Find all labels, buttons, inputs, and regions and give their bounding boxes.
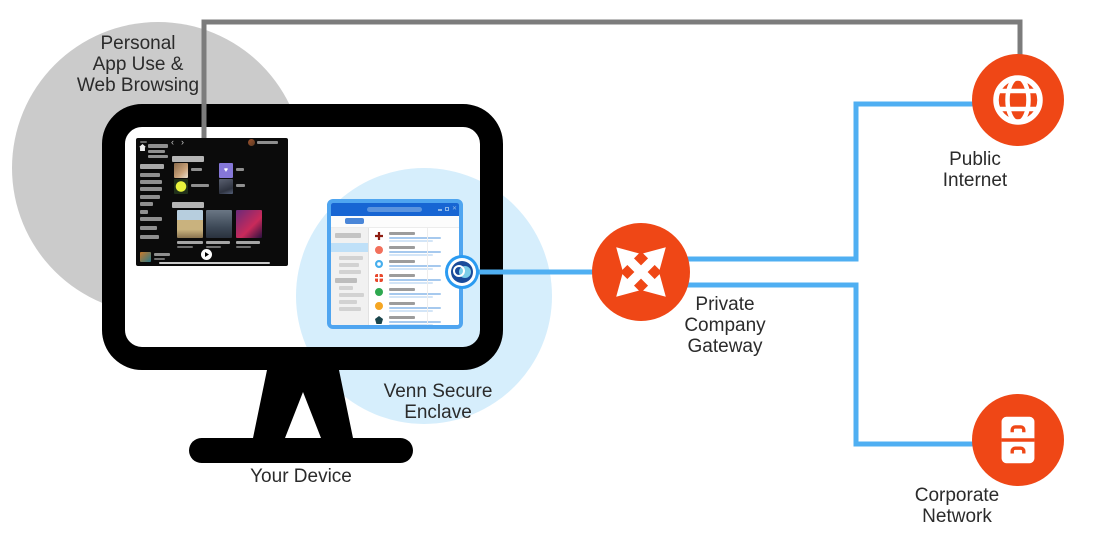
user-avatar [248, 139, 255, 146]
list-item [369, 300, 459, 313]
play-button-icon [201, 249, 212, 260]
album-card [206, 210, 232, 238]
public-internet-node [972, 54, 1064, 146]
monitor-base [189, 438, 413, 463]
minimize-icon [438, 209, 442, 211]
gateway-label: Private Company Gateway [684, 294, 766, 357]
album-tile [174, 179, 188, 194]
file-cabinet-icon [1001, 416, 1035, 464]
list-item [369, 230, 459, 243]
list-item [369, 272, 459, 285]
back-icon: ‹ [171, 137, 174, 147]
window-sidebar [331, 228, 369, 325]
venn-badge [445, 255, 479, 289]
globe-icon [993, 75, 1043, 125]
window-titlebar: ✕ [331, 203, 459, 216]
now-playing-thumbnail [140, 252, 151, 262]
album-card [177, 210, 203, 238]
corporate-network-label: Corporate Network [914, 485, 1000, 527]
list-item [369, 244, 459, 257]
home-icon [139, 144, 146, 151]
album-tile: ♥ [219, 163, 233, 178]
plus-icon [375, 232, 383, 240]
window-list [369, 228, 459, 325]
venn-logo-icon [451, 261, 473, 283]
titlebar-search-pill [367, 207, 422, 212]
pentagon-icon [375, 316, 383, 324]
status-dot-icon [375, 246, 383, 254]
monitor-stand [253, 370, 353, 438]
status-dot-icon [375, 302, 383, 310]
window-toolbar [331, 216, 459, 228]
monitor-frame [102, 104, 503, 370]
album-tile [219, 179, 233, 194]
status-dot-icon [375, 288, 383, 296]
forward-icon: › [181, 137, 184, 147]
album-card [236, 210, 262, 238]
close-icon: ✕ [452, 206, 458, 212]
enclave-label: Venn Secure Enclave [383, 381, 493, 423]
corporate-network-node [972, 394, 1064, 486]
list-item [369, 258, 459, 271]
toolbar-button [345, 218, 364, 224]
album-tile [174, 163, 188, 178]
list-item [369, 286, 459, 299]
ring-icon [375, 260, 383, 268]
device-label: Your Device [250, 466, 352, 487]
enclave-app-window: ✕ [327, 199, 463, 329]
public-internet-label: Public Internet [942, 149, 1008, 191]
maximize-icon [445, 207, 449, 211]
personal-zone-label: Personal App Use & Web Browsing [76, 33, 200, 96]
list-item [369, 314, 459, 325]
sidebar-selected-item [331, 243, 368, 252]
grid-icon [375, 274, 383, 282]
personal-app-window: ‹ › ♥ [136, 137, 288, 266]
